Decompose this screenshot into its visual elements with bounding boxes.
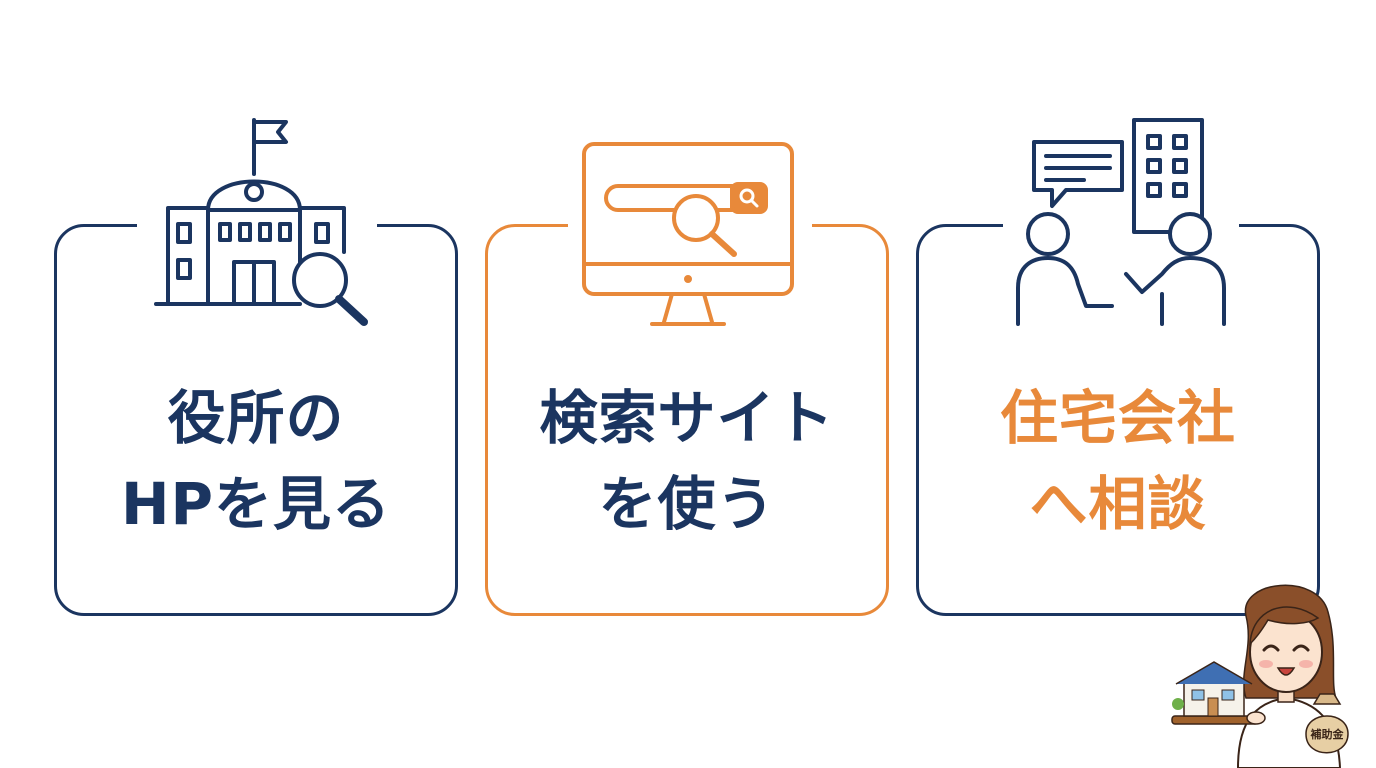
- card-label-line2: を使う: [598, 470, 776, 538]
- consultation-icon: [1016, 118, 1226, 326]
- card-label-line1: 検索サイト: [539, 384, 835, 452]
- card-label-line1: 住宅会社: [999, 384, 1236, 452]
- card-city-hall: 役所の HPを見る: [54, 221, 458, 616]
- card-label-line1: 役所の: [167, 384, 345, 452]
- subsidy-bag-label: 補助金: [1310, 727, 1345, 741]
- card-label-line2: へ相談: [1029, 470, 1207, 538]
- card-label-search-site: 検索サイト を使う: [488, 375, 886, 547]
- city-hall-search-icon: [154, 118, 368, 326]
- card-label-housing-company: 住宅会社 へ相談: [919, 375, 1317, 547]
- card-border-gap: [137, 221, 377, 231]
- monitor-search-icon: [582, 142, 794, 326]
- card-housing-company: 住宅会社 へ相談: [916, 221, 1320, 616]
- card-label-city-hall: 役所の HPを見る: [57, 375, 455, 547]
- card-label-line2: HPを見る: [120, 470, 392, 538]
- card-border-gap: [1003, 221, 1239, 231]
- card-search-site: 検索サイト を使う: [485, 221, 889, 616]
- woman-holding-house-icon: 補助金: [1171, 584, 1349, 768]
